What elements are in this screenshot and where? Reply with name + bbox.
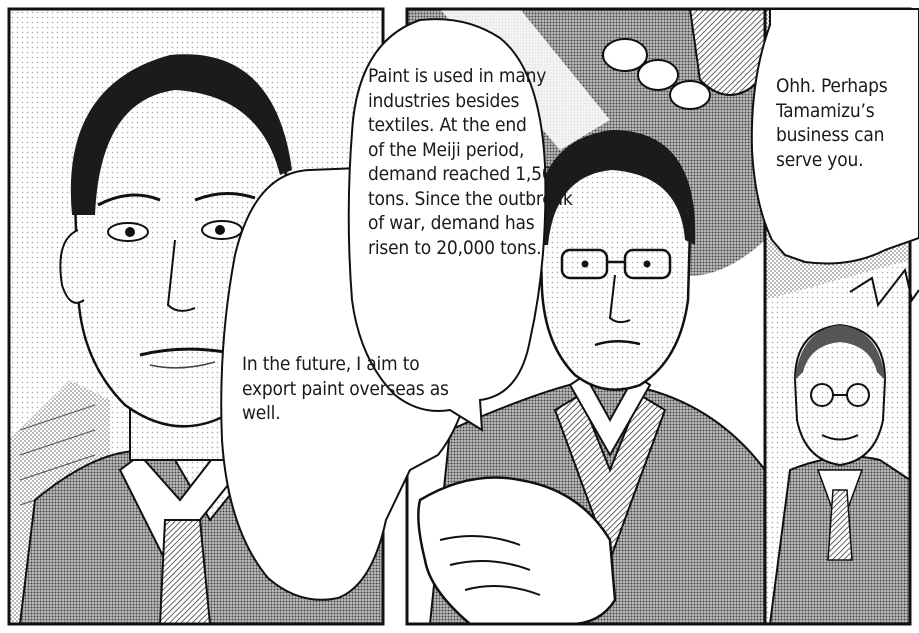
lantern bbox=[602, 9, 765, 110]
hair-left-man bbox=[70, 54, 292, 215]
round-glasses bbox=[810, 383, 870, 407]
mouth-glasses-man bbox=[594, 340, 641, 347]
hair-glasses-man bbox=[534, 130, 696, 245]
text-future-plan: In the future, I aim to export paint ove… bbox=[242, 353, 449, 424]
mouth-left-man bbox=[139, 347, 226, 357]
balloon-paint-industries bbox=[347, 18, 547, 432]
balloon-tamamizu bbox=[750, 8, 919, 265]
necktie bbox=[158, 519, 212, 624]
balloon-tail-jagged bbox=[849, 267, 919, 308]
hand bbox=[417, 476, 617, 624]
text-paint-industries: Paint is used in many industries besides… bbox=[368, 65, 573, 259]
glasses bbox=[560, 248, 672, 280]
text-tamamizu: Ohh. Perhaps Tamamizu’s business can ser… bbox=[776, 75, 888, 171]
